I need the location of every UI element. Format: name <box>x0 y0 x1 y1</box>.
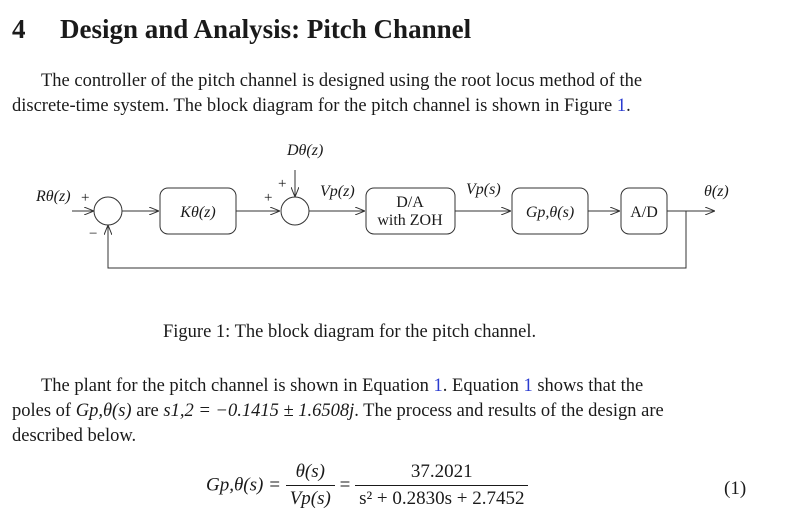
intro-text-1: The controller of the pitch channel is d… <box>41 71 643 91</box>
summing-junction-1 <box>93 196 123 226</box>
poles-math-inline: s1,2 = −0.1415 ± 1.6508j <box>163 401 355 421</box>
section-number: 4 <box>12 14 26 44</box>
plant-block-label: Gp,θ(s) <box>526 204 574 221</box>
fraction-1-numerator: θ(s) <box>285 461 335 486</box>
intro-text-2: discrete-time system. The block diagram … <box>12 96 617 116</box>
intro-text-2-end: . <box>626 96 631 116</box>
intro-paragraph: The controller of the pitch channel is d… <box>12 69 750 119</box>
fraction-2-denominator: s² + 0.2830s + 2.7452 <box>359 488 525 509</box>
adc-block-label: A/D <box>630 204 658 221</box>
intro-line-1: The controller of the pitch channel is d… <box>12 69 750 94</box>
figure-ref-link[interactable]: 1 <box>616 96 627 116</box>
body-text-1a: The plant for the pitch channel is shown… <box>41 376 434 396</box>
sum1-plus-sign: + <box>81 190 89 206</box>
section-heading: 4 Design and Analysis: Pitch Channel <box>12 14 471 45</box>
sum2-plus-top: + <box>278 176 286 192</box>
body-line-2: poles of Gp,θ(s) are s1,2 = −0.1415 ± 1.… <box>12 399 750 424</box>
dac-label-line-2: with ZOH <box>377 212 443 229</box>
equation-ref-link-2[interactable]: 1 <box>523 376 533 396</box>
equation-1: Gp,θ(s) = θ(s) Vp(s) = 37.2021 s² + 0.28… <box>206 461 529 510</box>
plant-math-inline: Gp,θ(s) <box>75 401 132 421</box>
equation-ref-link-1[interactable]: 1 <box>433 376 443 396</box>
body-text-1c: shows that the <box>532 376 644 396</box>
fraction-1-denominator: Vp(s) <box>289 488 331 509</box>
body-paragraph: The plant for the pitch channel is shown… <box>12 374 750 449</box>
body-line-3: described below. <box>12 426 137 446</box>
intro-line-2: discrete-time system. The block diagram … <box>12 94 750 119</box>
dac-label-line-1: D/A <box>396 194 424 211</box>
section-title: Design and Analysis: Pitch Channel <box>60 14 472 44</box>
body-text-2c: . The process and results of the design … <box>354 401 664 421</box>
summing-junction-2 <box>280 196 310 226</box>
signal-vp-s-label: Vp(s) <box>466 181 501 198</box>
equation-number: (1) <box>724 478 747 499</box>
output-signal-label: θ(z) <box>704 183 729 200</box>
disturbance-signal-label: Dθ(z) <box>286 142 323 159</box>
figure-caption: Figure 1: The block diagram for the pitc… <box>163 322 537 342</box>
fraction-2-numerator: 37.2021 <box>355 461 529 486</box>
controller-block-label: Kθ(z) <box>179 204 215 221</box>
body-text-2a: poles of <box>12 401 76 421</box>
body-text-1b: . Equation <box>442 376 524 396</box>
fraction-theta-over-vp: θ(s) Vp(s) <box>285 461 335 510</box>
body-line-1: The plant for the pitch channel is shown… <box>12 374 750 399</box>
input-signal-label: Rθ(z) <box>35 188 71 205</box>
pitch-block-diagram: Rθ(z) + − Kθ(z) Dθ(z) + + Vp(z) D/A with… <box>35 142 729 269</box>
sum2-plus-left: + <box>264 190 272 206</box>
feedback-path <box>107 211 687 269</box>
sum1-minus-sign: − <box>89 226 97 242</box>
signal-vp-z-label: Vp(z) <box>320 183 355 200</box>
body-text-2b: are <box>131 401 164 421</box>
equation-equals-sign: = <box>339 474 351 496</box>
equation-lhs: Gp,θ(s) = <box>206 474 281 496</box>
fraction-transfer-function: 37.2021 s² + 0.2830s + 2.7452 <box>355 461 529 510</box>
